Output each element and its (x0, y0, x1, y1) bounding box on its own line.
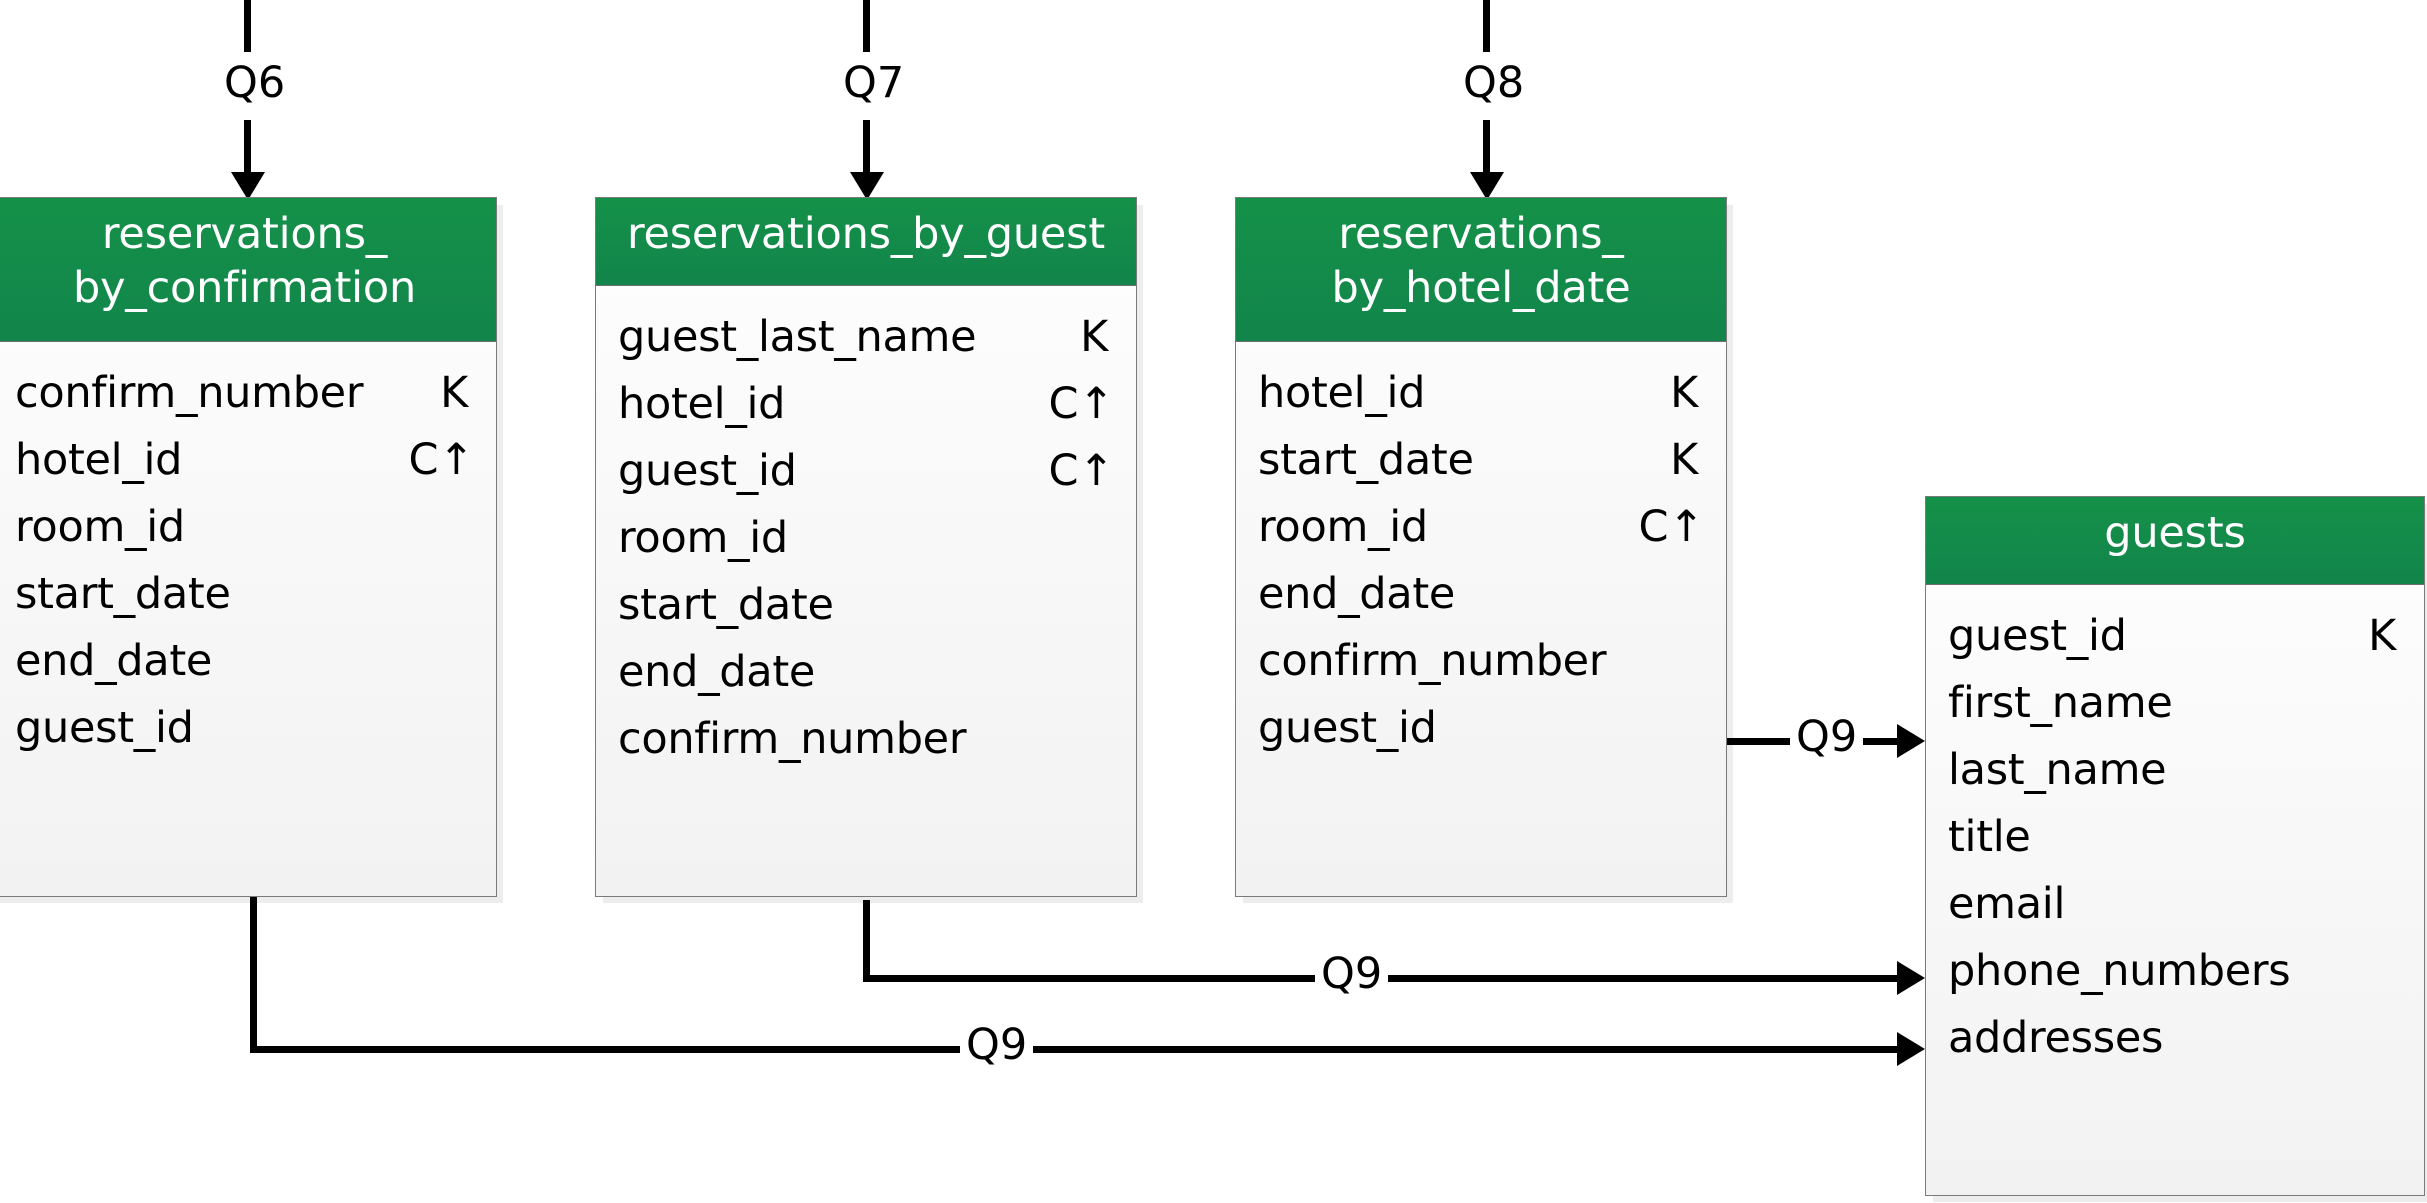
column-key: C↑ (1638, 502, 1705, 552)
column-name: confirm_number (1258, 636, 1607, 686)
table-row: end_date (1258, 561, 1704, 628)
table-row: last_name (1948, 737, 2402, 804)
table-row: start_date K (1258, 427, 1704, 494)
table-row: hotel_id C↑ (618, 371, 1114, 438)
table-row: guest_last_name K (618, 304, 1114, 371)
column-name: addresses (1948, 1013, 2164, 1063)
column-name: phone_numbers (1948, 946, 2291, 996)
table-title-guests: guests (1926, 497, 2424, 585)
edge-label-q6: Q6 (218, 62, 292, 105)
column-name: guest_id (15, 703, 194, 753)
edge-q6-line-bottom (244, 120, 251, 176)
table-row: hotel_id K (1258, 360, 1704, 427)
table-columns-reservations-by-guest: guest_last_name K hotel_id C↑ guest_id C… (596, 286, 1136, 795)
edge-label-q9-by-guest: Q9 (1315, 953, 1389, 996)
column-name: hotel_id (15, 435, 183, 485)
table-row: room_id C↑ (1258, 494, 1704, 561)
column-name: hotel_id (618, 379, 786, 429)
table-row: email (1948, 871, 2402, 938)
edge-q9-byconfirm-line-h (250, 1046, 1917, 1053)
column-name: guest_last_name (618, 312, 977, 362)
column-key: C↑ (1048, 446, 1115, 496)
table-row: guest_id (15, 695, 474, 762)
table-guests[interactable]: guests guest_id K first_name last_name t… (1925, 496, 2425, 1196)
column-name: room_id (1258, 502, 1428, 552)
table-row: confirm_number (1258, 628, 1704, 695)
table-row: start_date (15, 561, 474, 628)
column-name: end_date (618, 647, 816, 697)
table-title-reservations-by-guest: reservations_by_guest (596, 198, 1136, 286)
table-row: guest_id C↑ (618, 438, 1114, 505)
edge-label-q7: Q7 (837, 62, 911, 105)
edge-q9-byconfirm-line-v (250, 893, 257, 1053)
table-row: end_date (618, 639, 1114, 706)
table-row: title (1948, 804, 2402, 871)
column-name: start_date (15, 569, 231, 619)
column-name: room_id (15, 502, 185, 552)
edge-label-q9-hotel-date: Q9 (1790, 716, 1864, 759)
edge-label-q9-by-confirmation: Q9 (960, 1024, 1034, 1067)
table-row: guest_id K (1948, 603, 2402, 670)
table-row: start_date (618, 572, 1114, 639)
table-row: confirm_number K (15, 360, 474, 427)
column-name: room_id (618, 513, 788, 563)
edge-q7-line-bottom (863, 120, 870, 176)
edge-q6-line-top (244, 0, 251, 52)
edge-q9-byguest-line-h (863, 975, 1917, 982)
column-key: K (2368, 611, 2396, 661)
column-key: K (440, 368, 468, 418)
column-name: end_date (15, 636, 213, 686)
arrow-right-icon-q9-hotel-date (1897, 724, 1925, 758)
arrow-right-icon-q9-by-confirmation (1897, 1032, 1925, 1066)
table-columns-reservations-by-hotel-date: hotel_id K start_date K room_id C↑ end_d… (1236, 342, 1726, 784)
column-name: guest_id (618, 446, 797, 496)
table-row: confirm_number (618, 706, 1114, 773)
table-title-reservations-by-confirmation: reservations_ by_confirmation (0, 198, 496, 342)
column-key: K (1670, 435, 1698, 485)
table-row: guest_id (1258, 695, 1704, 762)
table-columns-guests: guest_id K first_name last_name title em… (1926, 585, 2424, 1094)
column-name: title (1948, 812, 2031, 862)
column-name: guest_id (1948, 611, 2127, 661)
column-name: start_date (618, 580, 834, 630)
table-row: phone_numbers (1948, 938, 2402, 1005)
table-row: addresses (1948, 1005, 2402, 1072)
edge-q7-line-top (863, 0, 870, 52)
table-title-reservations-by-hotel-date: reservations_ by_hotel_date (1236, 198, 1726, 342)
column-key: K (1670, 368, 1698, 418)
table-columns-reservations-by-confirmation: confirm_number K hotel_id C↑ room_id sta… (0, 342, 496, 784)
edge-q8-line-top (1483, 0, 1490, 52)
column-key: C↑ (1048, 379, 1115, 429)
column-key: K (1080, 312, 1108, 362)
edge-q8-line-bottom (1483, 120, 1490, 176)
column-name: hotel_id (1258, 368, 1426, 418)
column-name: start_date (1258, 435, 1474, 485)
table-row: first_name (1948, 670, 2402, 737)
table-reservations-by-confirmation[interactable]: reservations_ by_confirmation confirm_nu… (0, 197, 497, 897)
column-name: email (1948, 879, 2066, 929)
edge-q9-byguest-line-v (863, 900, 870, 982)
table-row: room_id (618, 505, 1114, 572)
column-name: last_name (1948, 745, 2167, 795)
column-name: confirm_number (15, 368, 364, 418)
table-row: room_id (15, 494, 474, 561)
table-reservations-by-hotel-date[interactable]: reservations_ by_hotel_date hotel_id K s… (1235, 197, 1727, 897)
arrow-down-icon-q8 (1470, 172, 1504, 200)
arrow-down-icon-q7 (850, 172, 884, 200)
edge-label-q8: Q8 (1457, 62, 1531, 105)
column-name: guest_id (1258, 703, 1437, 753)
column-name: end_date (1258, 569, 1456, 619)
table-reservations-by-guest[interactable]: reservations_by_guest guest_last_name K … (595, 197, 1137, 897)
arrow-right-icon-q9-by-guest (1897, 961, 1925, 995)
column-key: C↑ (408, 435, 475, 485)
column-name: first_name (1948, 678, 2173, 728)
table-row: end_date (15, 628, 474, 695)
column-name: confirm_number (618, 714, 967, 764)
table-row: hotel_id C↑ (15, 427, 474, 494)
arrow-down-icon-q6 (231, 172, 265, 200)
